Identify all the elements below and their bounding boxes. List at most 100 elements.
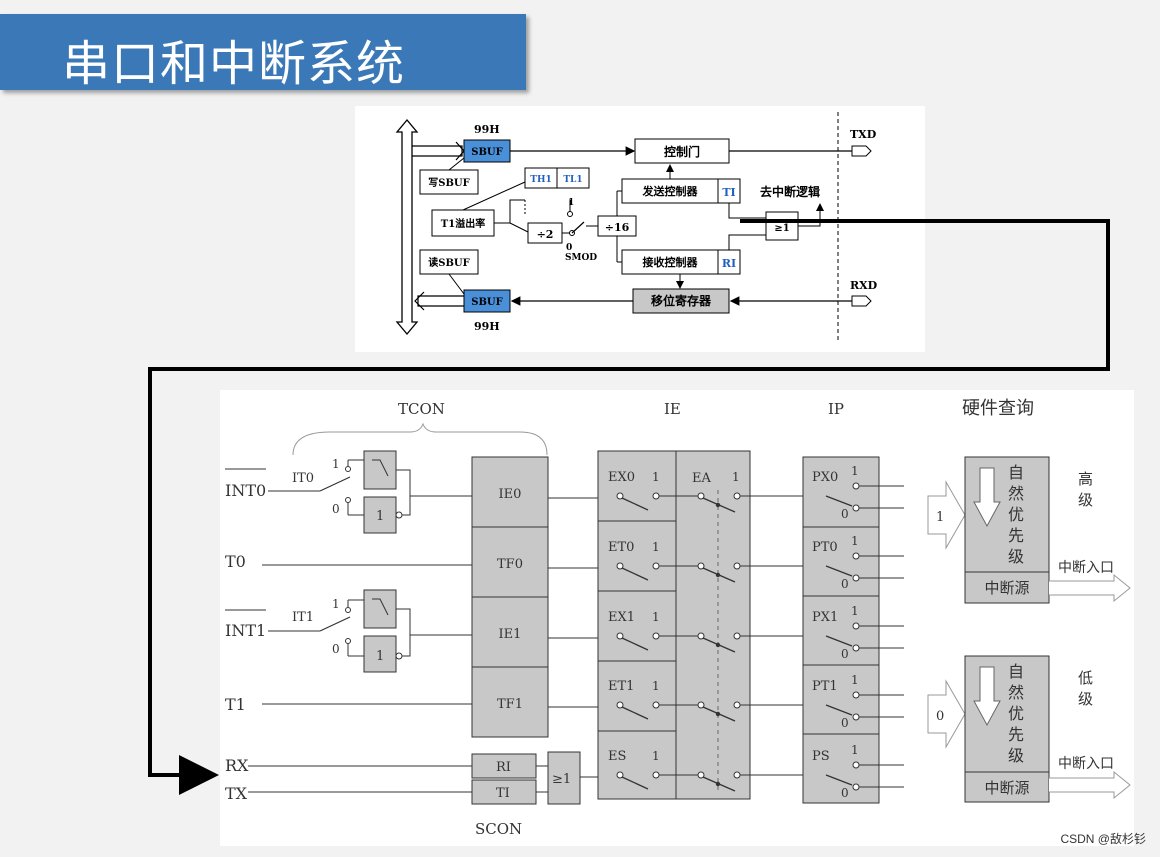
ea-link-dot	[715, 572, 721, 578]
control-gate-label: 控制门	[664, 144, 700, 159]
flag-tf0: TF0	[497, 557, 523, 572]
enable-bit-label: ET1	[608, 679, 634, 694]
switch-contact	[652, 771, 660, 779]
it0-label: IT0	[292, 471, 314, 486]
low-label-1: 低	[1078, 669, 1093, 687]
enable-one-label: 1	[652, 610, 660, 624]
priority-zero-label: 0	[841, 786, 849, 800]
source-t1: T1	[225, 695, 246, 714]
high-input-arrow	[927, 480, 966, 550]
priority-zero-label: 0	[841, 647, 849, 661]
enable-one-label: 1	[652, 749, 660, 763]
switch-blade	[825, 704, 853, 716]
source-t0: T0	[225, 552, 246, 571]
switch-contact	[852, 713, 860, 721]
switch-contact	[852, 691, 860, 699]
rxd-label: RXD	[850, 279, 878, 292]
ie-register	[597, 450, 751, 800]
switch-contact	[616, 771, 624, 779]
enable-bit-label: EX0	[608, 470, 635, 485]
priority-one-label: 1	[851, 743, 859, 757]
ie-header: IE	[664, 400, 681, 418]
div16-label: ÷16	[605, 221, 630, 234]
source-rx: RX	[225, 756, 249, 775]
switch-contact	[616, 632, 624, 640]
switch-contact	[652, 562, 660, 570]
write-sbuf-box	[419, 169, 479, 195]
high-label-1: 高	[1078, 470, 1093, 488]
priority-bit-label: PX1	[812, 610, 838, 625]
or-gate-bottom	[547, 751, 581, 805]
low-char-4: 先	[1008, 725, 1024, 744]
ea-link-dot	[715, 781, 721, 787]
or-gate-bottom-label: ≥1	[552, 772, 571, 787]
switch-contact	[652, 492, 660, 500]
sbuf-read-label: SBUF	[471, 297, 503, 308]
flag-tf1: TF1	[497, 697, 523, 712]
switch-contact	[733, 492, 741, 500]
edge-trigger-0	[363, 450, 397, 490]
sbuf-addr-top: 99H	[474, 123, 500, 136]
edge-trigger-1	[363, 589, 397, 629]
level-trigger-1	[363, 635, 397, 673]
sbuf-addr-bottom: 99H	[474, 320, 500, 333]
switch-contact	[697, 771, 705, 779]
hw-query-header: 硬件查询	[962, 398, 1034, 419]
high-entry-arrow	[1049, 573, 1131, 603]
switch-contact	[852, 574, 860, 582]
priority-one-label: 1	[851, 604, 859, 618]
enable-one-label: 1	[652, 470, 660, 484]
switch-contact	[733, 562, 741, 570]
switch-blade	[621, 497, 649, 511]
switch-blade	[825, 635, 853, 647]
ea-label: EA	[692, 471, 711, 486]
switch-contact	[852, 552, 860, 560]
it1-label: IT1	[292, 610, 314, 625]
txd-pin	[851, 145, 872, 157]
low-down-arrow	[973, 666, 1001, 727]
write-sbuf-label: 写SBUF	[428, 177, 470, 189]
high-priority-queue	[964, 456, 1050, 604]
it1-zero: 0	[332, 642, 340, 656]
scon-ti-label: TI	[496, 786, 510, 801]
low-char-1: 自	[1008, 662, 1024, 681]
flag-ie1: IE1	[499, 627, 522, 642]
ea-link-dot	[715, 642, 721, 648]
switch-contact	[697, 492, 705, 500]
control-gate-box	[634, 138, 730, 164]
switch-contact	[852, 783, 860, 791]
scon-ri-label: RI	[496, 760, 511, 775]
level-trigger-1-label: 1	[376, 649, 384, 664]
high-char-2: 然	[1008, 484, 1024, 503]
low-entry-label: 中断入口	[1058, 756, 1114, 772]
high-source-label: 中断源	[984, 579, 1029, 597]
level-trigger-0-label: 1	[376, 509, 384, 524]
priority-bit-label: PT0	[812, 540, 838, 555]
low-input-label: 0	[936, 709, 944, 724]
switch-blade	[621, 567, 649, 581]
priority-zero-label: 0	[841, 577, 849, 591]
scon-label: SCON	[475, 820, 522, 838]
rxd-pin	[851, 295, 872, 307]
low-input-arrow	[927, 679, 966, 749]
switch-contact	[652, 701, 660, 709]
txd-label: TXD	[850, 128, 877, 141]
high-label-2: 级	[1078, 491, 1093, 509]
switch-contact	[852, 482, 860, 490]
high-down-arrow	[973, 467, 1001, 528]
enable-one-label: 1	[652, 679, 660, 693]
priority-one-label: 1	[851, 534, 859, 548]
switch-contact	[697, 562, 705, 570]
or-gate-top	[765, 211, 799, 241]
priority-zero-label: 0	[841, 507, 849, 521]
switch-contact	[852, 504, 860, 512]
tcon-header: TCON	[398, 400, 445, 418]
switch-contact	[616, 492, 624, 500]
high-char-4: 先	[1008, 526, 1024, 545]
page-title: 串口和中断系统	[62, 36, 406, 92]
low-source-label: 中断源	[984, 779, 1029, 797]
switch-blade	[621, 776, 649, 790]
low-char-5: 级	[1008, 746, 1024, 765]
sbuf-write-label: SBUF	[471, 147, 503, 158]
